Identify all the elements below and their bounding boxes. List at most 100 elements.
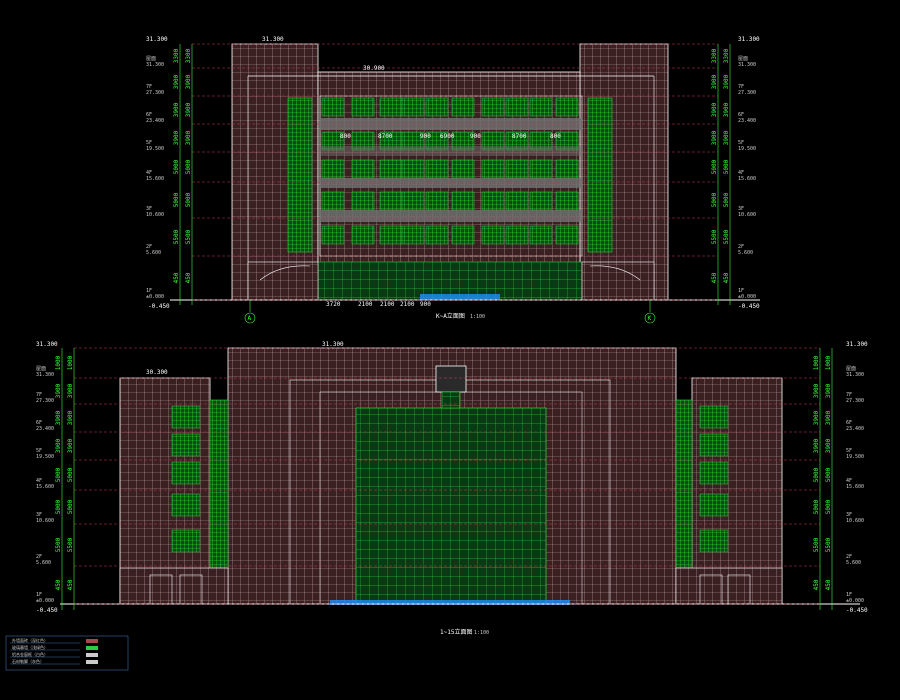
dimension-text: 450	[55, 579, 62, 590]
window-pane	[425, 191, 449, 211]
window-pane	[555, 225, 579, 245]
tick-dimension: 2100	[380, 301, 395, 308]
dimension-text: 1000	[813, 355, 820, 370]
dimension-text: 3900	[825, 410, 832, 425]
window-pane	[451, 159, 475, 179]
bay-dimension: 6900	[440, 133, 455, 140]
dimension-text: 5000	[55, 499, 62, 514]
window-pane	[451, 97, 475, 117]
bottom-roof-label-top: 31.300	[322, 341, 344, 348]
level-elev-label: 5.600	[738, 250, 753, 256]
top-elevation: 31.300 31.300 31.300 30.900 -0.450 -0.45…	[146, 36, 760, 324]
level-elev-label: 10.600	[846, 518, 864, 524]
dimension-text: 5500	[825, 537, 832, 552]
level-floor-label: 6F	[146, 112, 152, 118]
level-labels: 屋面31.300屋面31.3007F27.3007F27.3006F23.400…	[36, 56, 864, 604]
bottom-elevation-title: 1~15立面图	[440, 628, 472, 636]
dimension-text: 5000	[723, 192, 730, 207]
dimension-text: 3300	[173, 48, 180, 63]
dimension-text: 1000	[55, 355, 62, 370]
legend: 外墙面砖（深红色）玻璃幕墙（浅绿色）铝合金窗框（白色）石材勒脚（灰色）	[5, 635, 129, 671]
level-floor-label: 2F	[738, 244, 744, 250]
dimension-text: 5000	[67, 499, 74, 514]
window-pane	[505, 191, 529, 211]
level-elev-label: 19.500	[846, 454, 864, 460]
level-elev-label: ±0.000	[846, 598, 864, 604]
dimension-text: 3300	[185, 48, 192, 63]
dimension-text: 450	[825, 579, 832, 590]
level-floor-label: 7F	[738, 84, 744, 90]
window-pane	[425, 225, 449, 245]
dimension-text: 3900	[55, 410, 62, 425]
level-floor-label: 6F	[738, 112, 744, 118]
dimension-text: 5000	[825, 467, 832, 482]
window-pane	[351, 225, 375, 245]
bottom-elevation: 31.300 31.300 31.300 30.300 -0.450 -0.45…	[36, 341, 868, 636]
window-pane	[425, 159, 449, 179]
level-elev-label: 23.400	[146, 118, 164, 124]
level-floor-label: 5F	[846, 448, 852, 454]
bottom-elevation-scale: 1:100	[474, 630, 489, 636]
window-pane	[379, 97, 403, 117]
dimension-text: 5000	[173, 192, 180, 207]
window-block	[171, 461, 201, 485]
window-pane	[505, 97, 529, 117]
window-pane	[529, 97, 553, 117]
level-floor-label: 5F	[36, 448, 42, 454]
dimension-text: 1000	[825, 355, 832, 370]
window-pane	[505, 225, 529, 245]
legend-row: 外墙面砖（深红色）	[12, 637, 48, 643]
window-pane	[529, 191, 553, 211]
dimension-text: 5500	[55, 537, 62, 552]
level-elev-label: 10.600	[146, 212, 164, 218]
dimension-text: 3900	[67, 383, 74, 398]
dimension-text: 450	[185, 272, 192, 283]
dimension-text: 3300	[711, 48, 718, 63]
bay-dimension: 900	[470, 133, 481, 140]
window-pane	[555, 159, 579, 179]
window-pane	[481, 225, 505, 245]
level-elev-label: 5.600	[36, 560, 51, 566]
dimension-text: 450	[711, 272, 718, 283]
dimension-text: 5000	[813, 467, 820, 482]
level-elev-label: 31.300	[36, 372, 54, 378]
axis-bubble-left: A	[248, 315, 252, 322]
top-window-grid	[321, 97, 579, 245]
dimension-text: 5000	[185, 192, 192, 207]
level-floor-label: 2F	[36, 554, 42, 560]
legend-swatch	[86, 639, 98, 643]
level-floor-label: 屋面	[738, 56, 748, 62]
tick-dimension: 2100	[358, 301, 373, 308]
level-floor-label: 6F	[846, 420, 852, 426]
top-level-lines	[192, 43, 718, 301]
top-right-window-column	[587, 97, 613, 253]
bottom-right-elev-label: 31.300	[846, 341, 868, 348]
window-pane	[321, 97, 345, 117]
level-elev-label: 23.400	[738, 118, 756, 124]
level-floor-label: 4F	[846, 478, 852, 484]
bottom-roof-label: 30.300	[146, 369, 168, 376]
dimension-text: 5500	[711, 229, 718, 244]
dimension-text: 3900	[67, 438, 74, 453]
window-pane	[401, 191, 425, 211]
level-elev-label: 31.300	[846, 372, 864, 378]
legend-swatch	[86, 660, 98, 664]
window-pane	[481, 97, 505, 117]
level-elev-label: 23.400	[846, 426, 864, 432]
dimension-text: 5500	[173, 229, 180, 244]
level-floor-label: 4F	[36, 478, 42, 484]
bottom-window-blocks	[171, 405, 729, 553]
window-block	[699, 433, 729, 457]
level-elev-label: ±0.000	[146, 294, 164, 300]
window-block	[699, 529, 729, 553]
window-pane	[401, 225, 425, 245]
level-floor-label: 3F	[846, 512, 852, 518]
level-elev-label: 19.500	[36, 454, 54, 460]
dimension-text: 5000	[67, 467, 74, 482]
dimension-text: 3900	[711, 74, 718, 89]
dimension-text: 3900	[723, 102, 730, 117]
level-floor-label: 屋面	[846, 366, 856, 372]
level-floor-label: 屋面	[36, 366, 46, 372]
